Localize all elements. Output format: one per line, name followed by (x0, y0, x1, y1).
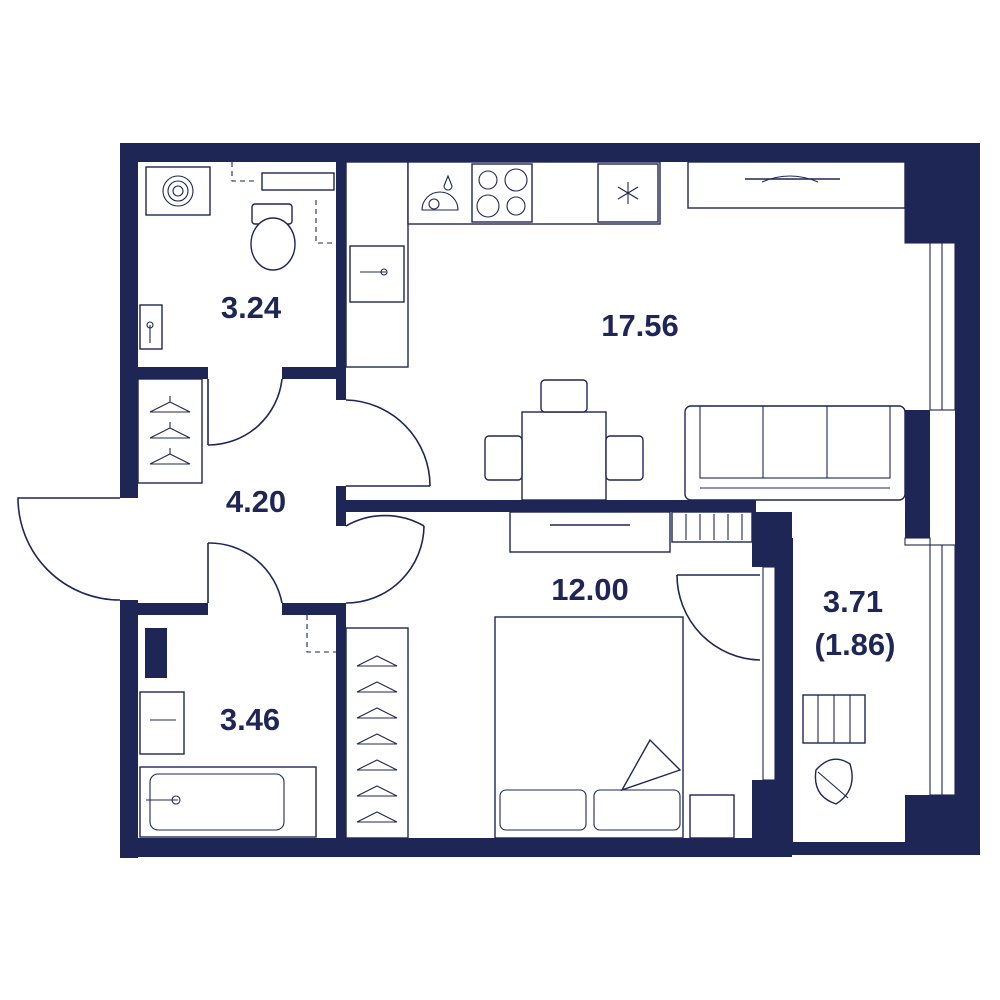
room-area-label: 3.46 (220, 702, 280, 737)
room-bathroom: 3.46 (139, 615, 336, 838)
room-area-label: 3.24 (221, 290, 282, 325)
hanger-icon (149, 396, 191, 465)
room-bathroom-wc: 3.24 (139, 162, 335, 350)
balcony-chair-icon (802, 694, 866, 744)
plant-icon (814, 758, 853, 805)
sink-icon (139, 691, 185, 755)
bathtub-icon (139, 766, 317, 838)
room-hallway: 4.20 (137, 378, 286, 519)
room-balcony: 3.71 (1.86) (802, 584, 896, 805)
room-kitchen-living: 17.56 (345, 161, 906, 501)
faucet-icon (421, 174, 459, 211)
sofa-icon (684, 405, 906, 501)
sink-icon (139, 304, 163, 350)
hanger-icon (356, 655, 398, 823)
room-reduced-area-label: (1.86) (815, 627, 896, 662)
room-bedroom: 12.00 (345, 511, 753, 839)
dining-table (484, 379, 644, 501)
doors (17, 378, 761, 661)
room-area-label: 3.71 (823, 584, 883, 619)
walls (120, 143, 980, 858)
snowflake-icon (597, 163, 659, 223)
room-area-label: 17.56 (601, 308, 679, 343)
room-area-label: 4.20 (226, 484, 286, 519)
stove-icon (471, 163, 533, 223)
bed-icon (494, 616, 684, 839)
room-area-label: 12.00 (551, 572, 629, 607)
toilet-icon (250, 203, 296, 271)
washing-machine-icon (145, 166, 211, 216)
sink-icon (349, 245, 405, 303)
windows (762, 161, 956, 796)
